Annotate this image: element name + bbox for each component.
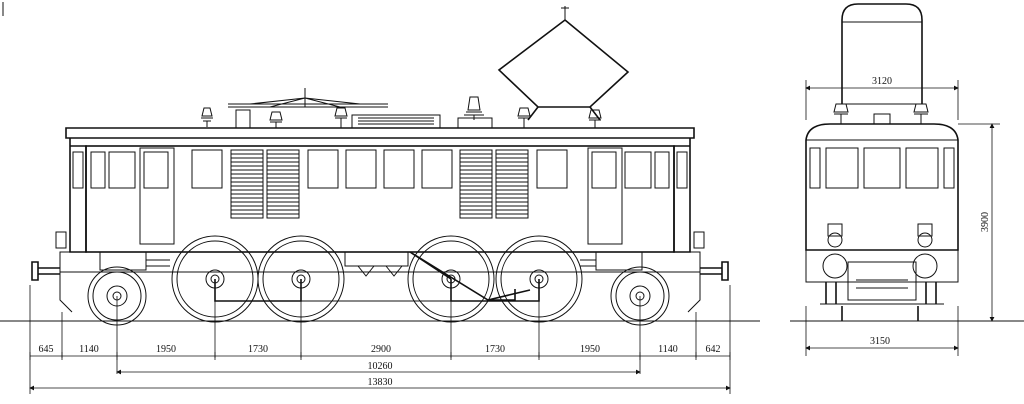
dim-1950-rear: 1950 <box>580 344 600 355</box>
locomotive-body <box>69 138 691 253</box>
dim-width: 3150 <box>870 336 890 347</box>
roof-resistor-vents <box>351 114 441 129</box>
dim-overall-length: 13830 <box>368 377 393 388</box>
dim-1950-front: 1950 <box>156 344 176 355</box>
lowered-pantograph <box>228 88 388 108</box>
dim-1140-front: 1140 <box>79 344 99 355</box>
wheels <box>87 235 670 326</box>
end-buffers <box>822 253 938 279</box>
dim-642: 642 <box>706 344 721 355</box>
dim-height: 3900 <box>980 212 991 232</box>
pantograph <box>497 6 630 121</box>
end-view <box>790 3 1024 322</box>
dim-roof-width: 3120 <box>872 76 892 87</box>
end-body <box>805 123 959 251</box>
side-dimensions: 645 1140 1950 1730 2900 1730 1950 1140 6… <box>29 285 731 394</box>
dim-645: 645 <box>39 344 54 355</box>
roof-box <box>235 109 251 129</box>
end-dimensions: 3120 3900 3150 <box>805 76 1000 356</box>
side-view <box>0 6 760 326</box>
dim-1730-rear: 1730 <box>485 344 505 355</box>
end-pantograph <box>841 3 923 104</box>
louvre-grilles <box>230 149 529 219</box>
dim-2900: 2900 <box>371 344 391 355</box>
dim-wheelbase: 10260 <box>368 361 393 372</box>
roof <box>65 127 695 139</box>
underframe <box>31 231 729 313</box>
roof-insulators <box>201 96 602 129</box>
dim-1730-front: 1730 <box>248 344 268 355</box>
end-headlights <box>827 223 933 248</box>
side-rods <box>214 251 540 302</box>
dim-1140-rear: 1140 <box>658 344 678 355</box>
